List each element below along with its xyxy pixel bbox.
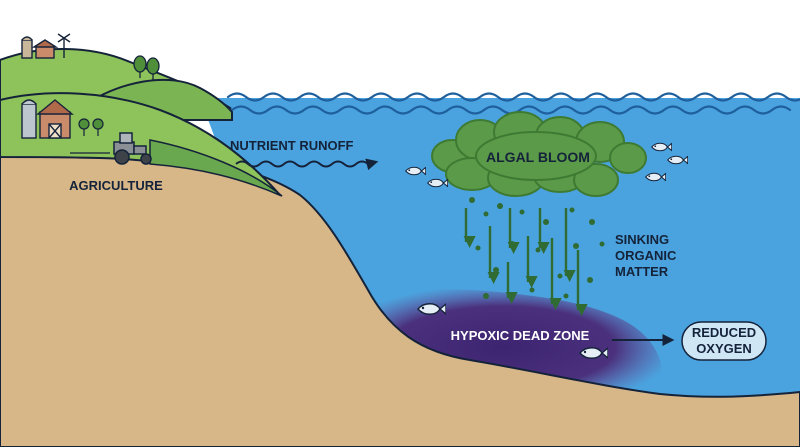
agriculture-label: AGRICULTURE	[69, 178, 163, 193]
runoff-arrow-icon	[235, 158, 379, 171]
reduced-oxygen-bubble	[681, 321, 767, 361]
sinking-arrow-icon	[463, 208, 588, 316]
dead-zone-label: HYPOXIC DEAD ZONE	[451, 328, 590, 343]
hill-shore	[149, 139, 283, 197]
sinking-label-line3: MATTER	[615, 264, 669, 279]
tree-icon	[133, 55, 160, 80]
reduced-oxygen-line2: OXYGEN	[696, 341, 752, 356]
nutrient-runoff-label: NUTRIENT RUNOFF	[230, 138, 354, 153]
hypoxic-dead-zone-area	[372, 289, 662, 395]
reduced-oxygen-line1: REDUCED	[692, 325, 756, 340]
sinking-label-line1: SINKING	[615, 232, 669, 247]
tractor-icon	[70, 132, 152, 165]
farm-house-barn-windmill-icon	[21, 33, 71, 59]
sinking-particles	[469, 197, 605, 299]
tree-icon	[78, 118, 104, 136]
algal-bloom-cloud	[431, 111, 647, 197]
sinking-label-line2: ORGANIC	[615, 248, 677, 263]
algal-bloom-label: ALGAL BLOOM	[486, 149, 590, 165]
silo-barn-icon	[21, 99, 74, 139]
